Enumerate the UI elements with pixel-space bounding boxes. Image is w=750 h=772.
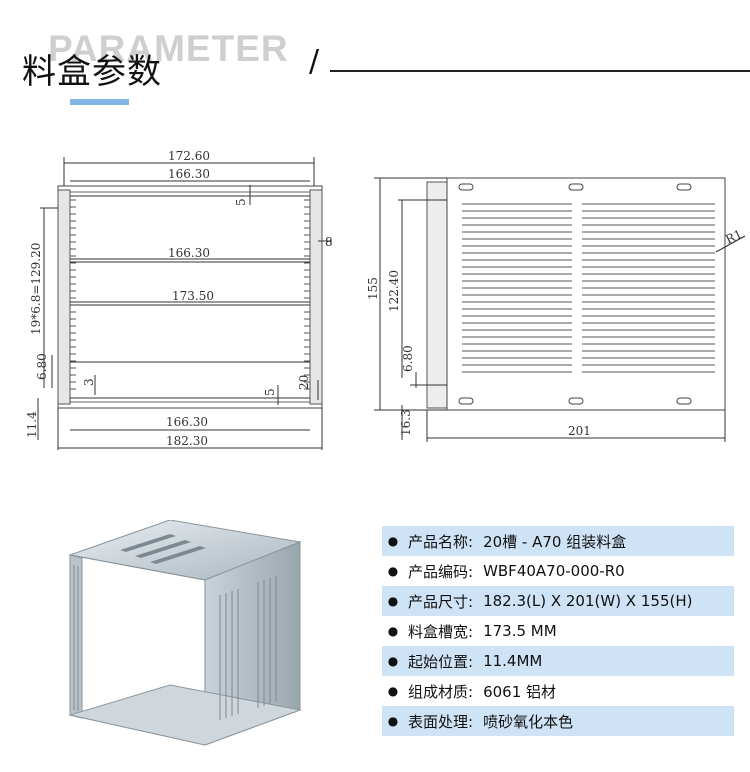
spec-value: 6061 铝材 [483,682,557,701]
dim-right-8: 8 [325,235,333,249]
front-view [37,157,332,450]
dim-right-20: 20 [297,375,311,390]
spec-label: 组成材质: [408,682,474,701]
dim-bottom: 16.3 [399,409,413,436]
dim-height: 155 [366,277,380,300]
bullet-icon: ● [387,534,399,548]
spec-value: 20槽 - A70 组装料盒 [483,532,627,551]
bullet-icon: ● [387,594,399,608]
spec-row: ● 料盒槽宽: 173.5 MM [382,616,734,646]
dim-mid: 166.30 [168,246,210,260]
spec-value: 182.3(L) X 201(W) X 155(H) [483,592,693,610]
dim-left-pitch: 19*6.8=129.20 [29,243,43,335]
spec-row: ● 产品尺寸: 182.3(L) X 201(W) X 155(H) [382,586,734,616]
spec-row: ● 表面处理: 喷砂氧化本色 [382,706,734,736]
bullet-icon: ● [387,624,399,638]
bullet-icon: ● [387,564,399,578]
side-view [374,177,746,442]
spec-row: ● 产品编码: WBF40A70-000-R0 [382,556,734,586]
title-divider [330,70,750,72]
spec-row: ● 起始位置: 11.4MM [382,646,734,676]
dim-overall-top: 172.60 [168,149,210,163]
dim-top-5: 5 [234,198,248,206]
dim-inner: 122.40 [387,270,401,312]
spec-value: 173.5 MM [483,622,557,640]
title-slash: / [309,44,320,79]
spec-list: ● 产品名称: 20槽 - A70 组装料盒 ● 产品编码: WBF40A70-… [382,526,734,736]
product-3d-render [68,520,302,746]
spec-value: 11.4MM [483,652,543,670]
dim-tab: 3 [82,378,96,386]
dim-width: 201 [568,424,591,438]
spec-value: WBF40A70-000-R0 [483,562,625,580]
spec-label: 料盒槽宽: [408,622,474,641]
spec-label: 产品名称: [408,532,474,551]
spec-label: 表面处理: [408,712,474,731]
page-title: 料盒参数 [22,52,162,92]
dim-slot: 173.50 [172,289,214,303]
dim-radius: R1 [723,227,744,247]
dim-inner-top: 166.30 [168,167,210,181]
bullet-icon: ● [387,684,399,698]
title-accent-bar [70,99,129,105]
parameter-watermark: PARAMETER [48,28,289,69]
bullet-icon: ● [387,714,399,728]
technical-drawing: 172.60 166.30 166.30 173.50 166.30 182.3… [25,149,746,450]
front-left-rail [57,189,71,405]
spec-label: 起始位置: [408,652,474,671]
spec-row: ● 组成材质: 6061 铝材 [382,676,734,706]
dim-left-start: 11.4 [25,411,39,438]
spec-value: 喷砂氧化本色 [483,712,574,731]
dim-bottom-overall: 182.30 [166,434,208,448]
spec-label: 产品编码: [408,562,474,581]
spec-row: ● 产品名称: 20槽 - A70 组装料盒 [382,526,734,556]
bullet-icon: ● [387,654,399,668]
dim-bottom-inner: 166.30 [166,415,208,429]
dim-pitch: 6.80 [401,345,415,372]
dim-bottom-5: 5 [263,388,277,396]
header: PARAMETER 料盒参数 / [0,0,750,110]
front-right-rail [309,189,323,405]
dim-left-small: 6.80 [35,353,49,380]
spec-label: 产品尺寸: [408,592,474,611]
